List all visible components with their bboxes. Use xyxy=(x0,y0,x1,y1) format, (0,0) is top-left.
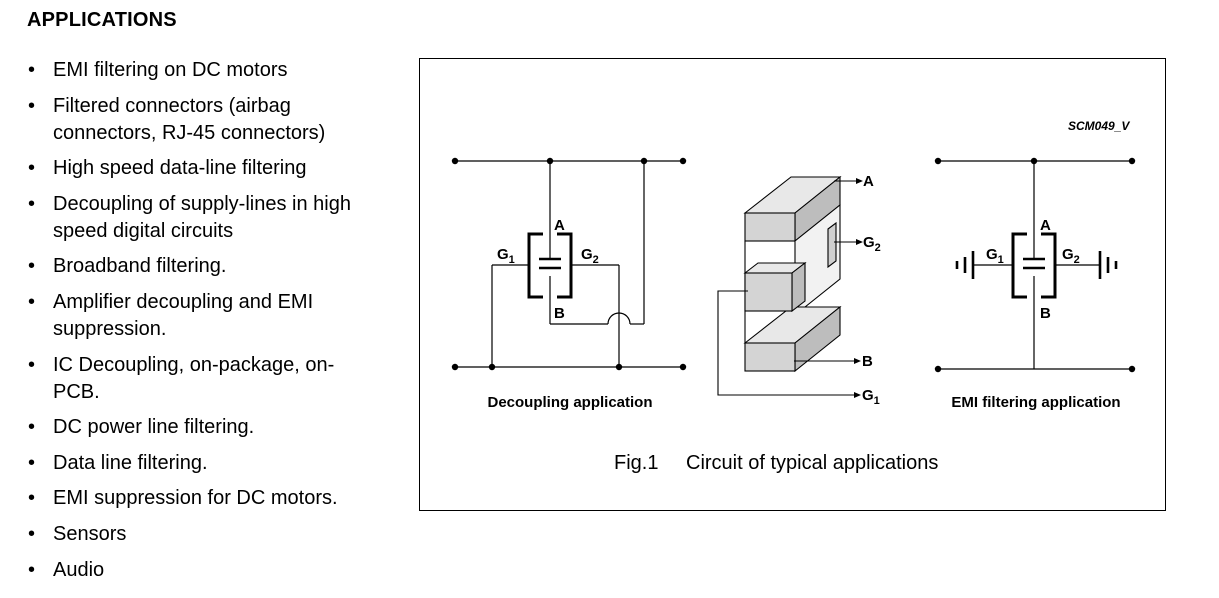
figure-reference-code: SCM049_V xyxy=(1068,119,1130,133)
component-label-g2: G2 xyxy=(863,234,881,254)
bullet-marker: • xyxy=(28,255,36,278)
emi-bracket-right xyxy=(1041,232,1057,299)
emi-circuit xyxy=(938,160,1132,370)
bullet-marker: • xyxy=(28,157,36,180)
application-item-text: connectors, RJ-45 connectors) xyxy=(53,121,326,144)
application-item-text: Audio xyxy=(53,558,105,581)
decoupling-label-b: B xyxy=(554,305,565,322)
emi-ground-symbol-right xyxy=(1098,251,1118,279)
application-item: • Amplifier decoupling and EMI suppression… xyxy=(28,289,398,343)
application-item-text: High speed data-line filtering xyxy=(53,157,307,180)
application-item: • DC power line filtering. xyxy=(28,414,398,441)
application-item-text: Broadband filtering. xyxy=(53,255,227,278)
emi-caption: EMI filtering application xyxy=(951,394,1120,411)
application-item-text: PCB. xyxy=(53,380,100,403)
emi-label-b: B xyxy=(1040,305,1051,322)
application-item-text: Sensors xyxy=(53,522,127,545)
application-item-text: suppression. xyxy=(53,317,167,340)
application-item: • IC Decoupling, on-package, on- PCB. xyxy=(28,352,398,406)
component-label-b: B xyxy=(862,353,873,370)
emi-bracket-left xyxy=(1011,232,1027,299)
bullet-marker: • xyxy=(28,558,36,581)
decoupling-label-a: A xyxy=(554,217,565,234)
component-label-g1: G1 xyxy=(862,387,880,407)
bullet-marker: • xyxy=(28,353,36,376)
application-item-text: speed digital circuits xyxy=(53,219,234,242)
figure-frame: SCM049_V xyxy=(419,58,1166,511)
bullet-marker: • xyxy=(28,192,36,215)
application-item-text: EMI suppression for DC motors. xyxy=(53,487,338,510)
component-label-a: A xyxy=(863,173,874,190)
applications-heading: APPLICATIONS xyxy=(27,9,177,31)
emi-label-a: A xyxy=(1040,217,1051,234)
application-item: • Broadband filtering. xyxy=(28,253,398,280)
decoupling-bracket-left xyxy=(527,232,543,299)
bullet-marker: • xyxy=(28,94,36,117)
component-g1-terminal-front xyxy=(744,272,793,312)
component-g2-terminal xyxy=(827,221,837,269)
application-item-text: Decoupling of supply-lines in high xyxy=(53,192,351,215)
bullet-marker: • xyxy=(28,487,36,510)
applications-list: • EMI filtering on DC motors • Filtered con… xyxy=(28,57,398,592)
application-item: • Sensors xyxy=(28,521,398,548)
component-bottom-cap-front xyxy=(744,342,796,372)
application-item-text: DC power line filtering. xyxy=(53,416,255,439)
application-item: • EMI suppression for DC motors. xyxy=(28,485,398,512)
component-drawing xyxy=(743,175,842,373)
application-item: • Audio xyxy=(28,557,398,584)
decoupling-circuit xyxy=(455,160,683,368)
application-item: • Filtered connectors (airbag connectors, … xyxy=(28,93,398,147)
application-item-text: Amplifier decoupling and EMI xyxy=(53,290,314,313)
emi-junction-dots xyxy=(934,157,1136,373)
bullet-marker: • xyxy=(28,416,36,439)
application-item: • Decoupling of supply-lines in high speed… xyxy=(28,191,398,245)
bullet-marker: • xyxy=(28,451,36,474)
application-item: • High speed data-line filtering xyxy=(28,155,398,182)
application-item-text: IC Decoupling, on-package, on- xyxy=(53,353,335,376)
decoupling-label-g2: G2 xyxy=(581,246,599,266)
circuit-figure: SCM049_V xyxy=(451,119,1136,474)
emi-label-g1: G1 xyxy=(986,246,1004,266)
application-item: • Data line filtering. xyxy=(28,450,398,477)
application-item: • EMI filtering on DC motors xyxy=(28,57,398,84)
bullet-marker: • xyxy=(28,290,36,313)
bullet-marker: • xyxy=(28,59,36,81)
component-top-cap-front xyxy=(744,212,796,242)
application-item-text: Data line filtering. xyxy=(53,451,208,474)
figure-number: Fig.1 xyxy=(614,452,658,474)
decoupling-bracket-right xyxy=(557,232,573,299)
bullet-marker: • xyxy=(28,522,36,545)
emi-ground-symbol-left xyxy=(955,251,975,279)
figure-caption: Circuit of typical applications xyxy=(686,452,938,474)
emi-label-g2: G2 xyxy=(1062,246,1080,266)
component-leader-lines xyxy=(717,178,863,398)
decoupling-caption: Decoupling application xyxy=(487,394,652,411)
decoupling-junction-dots xyxy=(451,157,687,371)
decoupling-label-g1: G1 xyxy=(497,246,515,266)
application-item-text: EMI filtering on DC motors xyxy=(53,59,288,81)
application-item-text: Filtered connectors (airbag xyxy=(53,94,291,117)
